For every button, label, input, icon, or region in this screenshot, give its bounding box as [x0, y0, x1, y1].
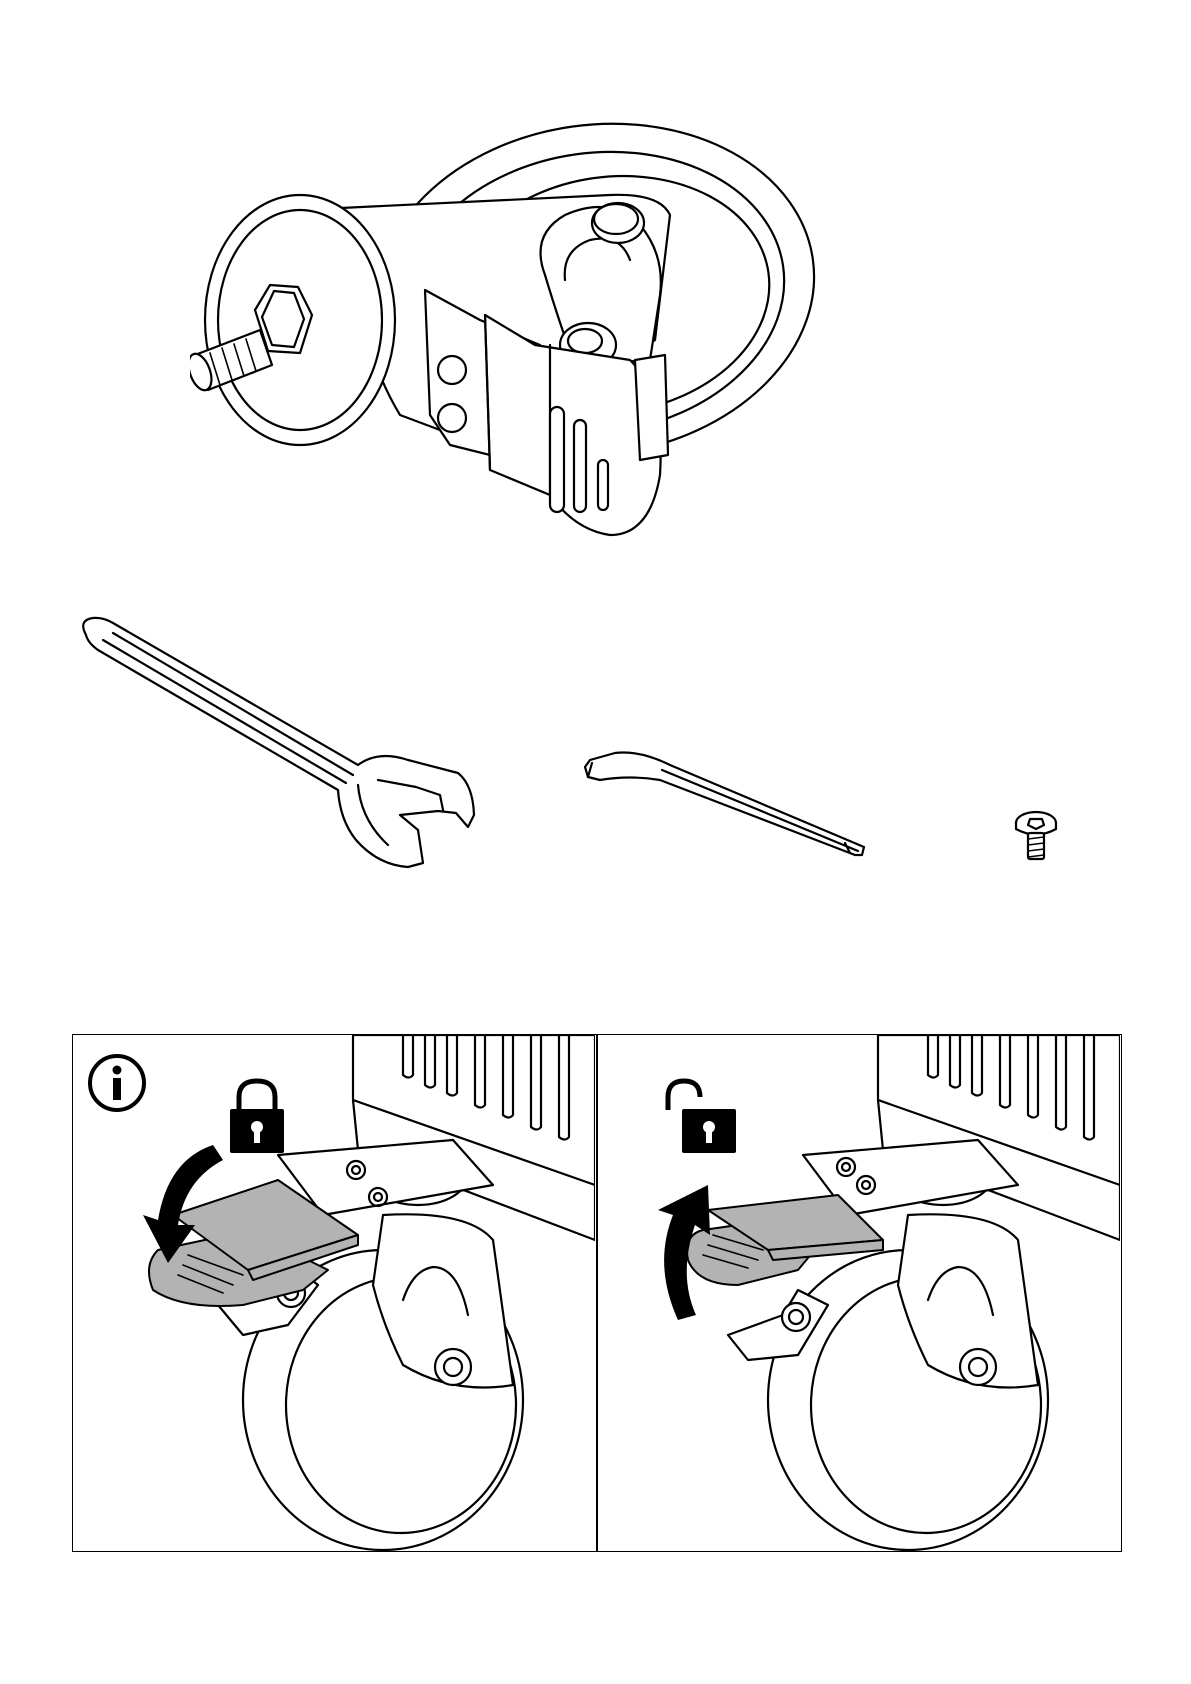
hex-key-icon	[580, 725, 880, 865]
wrench-icon	[78, 615, 518, 875]
screw-icon	[1008, 805, 1068, 865]
lock-closed-icon	[230, 1081, 284, 1153]
panel-unlocked	[598, 1035, 1120, 1551]
caster-wheel-illustration	[190, 115, 850, 595]
panel-locked	[73, 1035, 595, 1551]
lock-open-icon	[668, 1081, 736, 1153]
